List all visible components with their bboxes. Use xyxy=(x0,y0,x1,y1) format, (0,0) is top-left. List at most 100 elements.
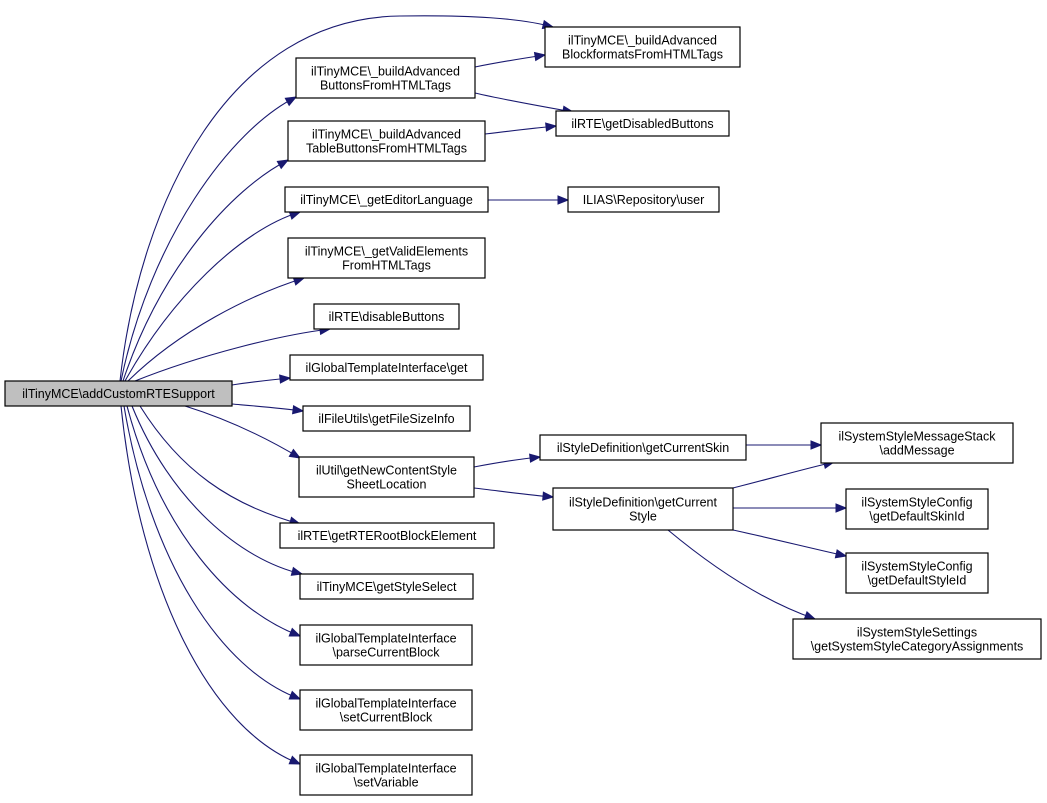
edge-root-to-getNewContentStyleSheet xyxy=(184,405,302,459)
node-box[interactable] xyxy=(820,422,1014,464)
node-box[interactable] xyxy=(544,26,741,68)
node-box[interactable] xyxy=(299,573,474,600)
edge-getCurrentStyle-to-addMessage xyxy=(732,459,836,489)
node-box[interactable] xyxy=(313,303,460,330)
node-box[interactable] xyxy=(792,618,1042,660)
edge-buildAdvButtons-to-buildAdvBlockformats xyxy=(474,51,547,68)
node-label: ilUtil\getNewContentStyle xyxy=(316,464,457,478)
node-addMessage[interactable]: ilSystemStyleMessageStack\addMessage xyxy=(820,422,1014,464)
edge-line xyxy=(474,92,574,113)
edge-getCurrentStyle-to-getDefaultSkinId xyxy=(733,503,848,513)
node-setVariable[interactable]: ilGlobalTemplateInterface\setVariable xyxy=(299,754,473,796)
edge-line xyxy=(667,529,816,620)
node-box[interactable] xyxy=(567,186,720,213)
node-box[interactable] xyxy=(539,434,747,461)
arrowhead-icon xyxy=(542,491,555,501)
arrowhead-icon xyxy=(288,690,302,700)
arrowhead-icon xyxy=(284,96,298,107)
node-getDisabledButtons[interactable]: ilRTE\getDisabledButtons xyxy=(555,110,730,137)
node-label: \parseCurrentBlock xyxy=(333,646,441,660)
node-getDefaultSkinId[interactable]: ilSystemStyleConfig\getDefaultSkinId xyxy=(845,488,989,530)
node-box[interactable] xyxy=(284,186,489,213)
node-box[interactable] xyxy=(552,487,734,531)
arrowhead-icon xyxy=(291,405,305,415)
arrowhead-icon xyxy=(276,159,290,170)
node-getDefaultStyleId[interactable]: ilSystemStyleConfig\getDefaultStyleId xyxy=(845,552,989,594)
node-box[interactable] xyxy=(845,552,989,594)
node-box[interactable] xyxy=(295,57,476,99)
node-root[interactable]: ilTinyMCE\addCustomRTESupport xyxy=(4,380,233,407)
edge-line xyxy=(732,461,835,489)
node-box[interactable] xyxy=(302,405,471,432)
node-label: \setVariable xyxy=(353,776,418,790)
node-buildAdvBlockformats[interactable]: ilTinyMCE\_buildAdvancedBlockformatsFrom… xyxy=(544,26,741,68)
node-box[interactable] xyxy=(299,624,473,666)
node-getFileSizeInfo[interactable]: ilFileUtils\getFileSizeInfo xyxy=(302,405,471,432)
edge-root-to-buildAdvButtons xyxy=(120,96,298,382)
arrowhead-icon xyxy=(834,549,848,559)
node-repositoryUser[interactable]: ILIAS\Repository\user xyxy=(567,186,720,213)
edge-line xyxy=(124,211,301,382)
node-label: ilRTE\disableButtons xyxy=(329,310,445,324)
node-label: ilSystemStyleConfig xyxy=(861,560,972,574)
node-label: \getDefaultSkinId xyxy=(869,510,964,524)
arrowhead-icon xyxy=(288,755,302,765)
node-globalTplGet[interactable]: ilGlobalTemplateInterface\get xyxy=(289,354,484,381)
node-label: ilTinyMCE\addCustomRTESupport xyxy=(22,387,215,401)
arrowhead-icon xyxy=(545,122,558,132)
edge-line xyxy=(119,15,554,382)
node-label: ilTinyMCE\_buildAdvanced xyxy=(311,65,460,79)
node-label: ilGlobalTemplateInterface xyxy=(315,697,456,711)
arrowhead-icon xyxy=(288,627,302,637)
edge-line xyxy=(126,405,301,637)
node-getSystemStyleCategory[interactable]: ilSystemStyleSettings\getSystemStyleCate… xyxy=(792,618,1042,660)
node-buildAdvButtons[interactable]: ilTinyMCE\_buildAdvancedButtonsFromHTMLT… xyxy=(295,57,476,99)
node-disableButtons[interactable]: ilRTE\disableButtons xyxy=(313,303,460,330)
node-box[interactable] xyxy=(287,237,486,279)
node-parseCurrentBlock[interactable]: ilGlobalTemplateInterface\parseCurrentBl… xyxy=(299,624,473,666)
edge-root-to-getStyleSelect xyxy=(131,405,304,576)
edge-line xyxy=(134,328,331,382)
node-label: ilTinyMCE\_getValidElements xyxy=(305,245,468,259)
node-box[interactable] xyxy=(845,488,989,530)
node-label: FromHTMLTags xyxy=(342,259,431,273)
node-label: ilTinyMCE\_buildAdvanced xyxy=(568,34,717,48)
edge-root-to-setCurrentBlock xyxy=(123,405,302,700)
edge-root-to-buildAdvTableButtons xyxy=(122,159,290,382)
edge-getNewContentStyleSheet-to-getCurrentSkin xyxy=(473,453,542,468)
node-box[interactable] xyxy=(279,522,495,549)
edge-line xyxy=(473,487,554,498)
node-box[interactable] xyxy=(289,354,484,381)
node-box[interactable] xyxy=(299,689,473,731)
node-getRTERootBlock[interactable]: ilRTE\getRTERootBlockElement xyxy=(279,522,495,549)
node-label: ButtonsFromHTMLTags xyxy=(320,79,451,93)
arrowhead-icon xyxy=(279,374,292,384)
node-box[interactable] xyxy=(298,456,475,498)
node-setCurrentBlock[interactable]: ilGlobalTemplateInterface\setCurrentBloc… xyxy=(299,689,473,731)
node-label: ilGlobalTemplateInterface\get xyxy=(306,361,468,375)
edge-line xyxy=(131,405,303,575)
node-box[interactable] xyxy=(555,110,730,137)
node-box[interactable] xyxy=(299,754,473,796)
node-label: ilGlobalTemplateInterface xyxy=(315,632,456,646)
arrowhead-icon xyxy=(529,453,542,463)
node-label: \getSystemStyleCategoryAssignments xyxy=(811,640,1024,654)
node-box[interactable] xyxy=(287,120,486,162)
node-label: TableButtonsFromHTMLTags xyxy=(306,142,467,156)
node-buildAdvTableButtons[interactable]: ilTinyMCE\_buildAdvancedTableButtonsFrom… xyxy=(287,120,486,162)
arrowhead-icon xyxy=(810,440,823,450)
node-box[interactable] xyxy=(4,380,233,407)
node-getEditorLanguage[interactable]: ilTinyMCE\_getEditorLanguage xyxy=(284,186,489,213)
node-label: ilSystemStyleMessageStack xyxy=(838,430,996,444)
node-label: ilSystemStyleConfig xyxy=(861,496,972,510)
arrowhead-icon xyxy=(557,195,570,205)
node-getCurrentSkin[interactable]: ilStyleDefinition\getCurrentSkin xyxy=(539,434,747,461)
node-getStyleSelect[interactable]: ilTinyMCE\getStyleSelect xyxy=(299,573,474,600)
edge-root-to-parseCurrentBlock xyxy=(126,405,302,637)
node-label: ILIAS\Repository\user xyxy=(583,193,705,207)
edge-line xyxy=(474,54,546,68)
